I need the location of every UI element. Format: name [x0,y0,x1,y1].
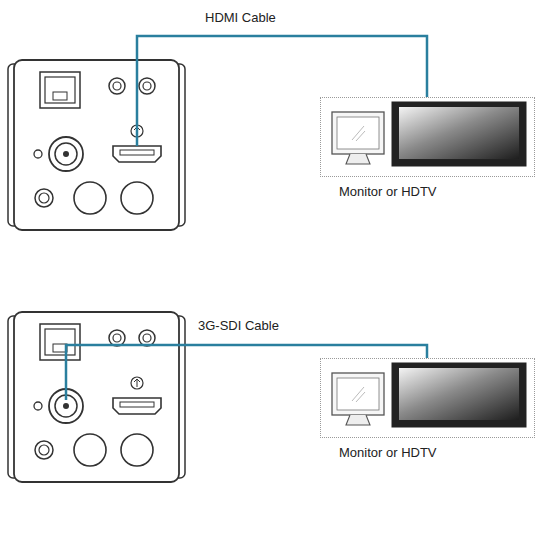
monitor-icons [332,363,526,427]
cable-label: HDMI Cable [203,10,278,25]
sdi-cable [66,345,427,400]
device-label: Monitor or HDTV [339,445,437,460]
monitor-icons [332,102,526,166]
device-label: Monitor or HDTV [339,184,437,199]
monitor-group: Monitor or HDTV [320,97,535,177]
camera-rear-panel [8,312,185,482]
cable-label: 3G-SDI Cable [196,318,281,333]
hdmi-cable [137,36,427,146]
monitor-group: Monitor or HDTV [320,358,535,438]
camera-rear-panel [8,60,185,230]
